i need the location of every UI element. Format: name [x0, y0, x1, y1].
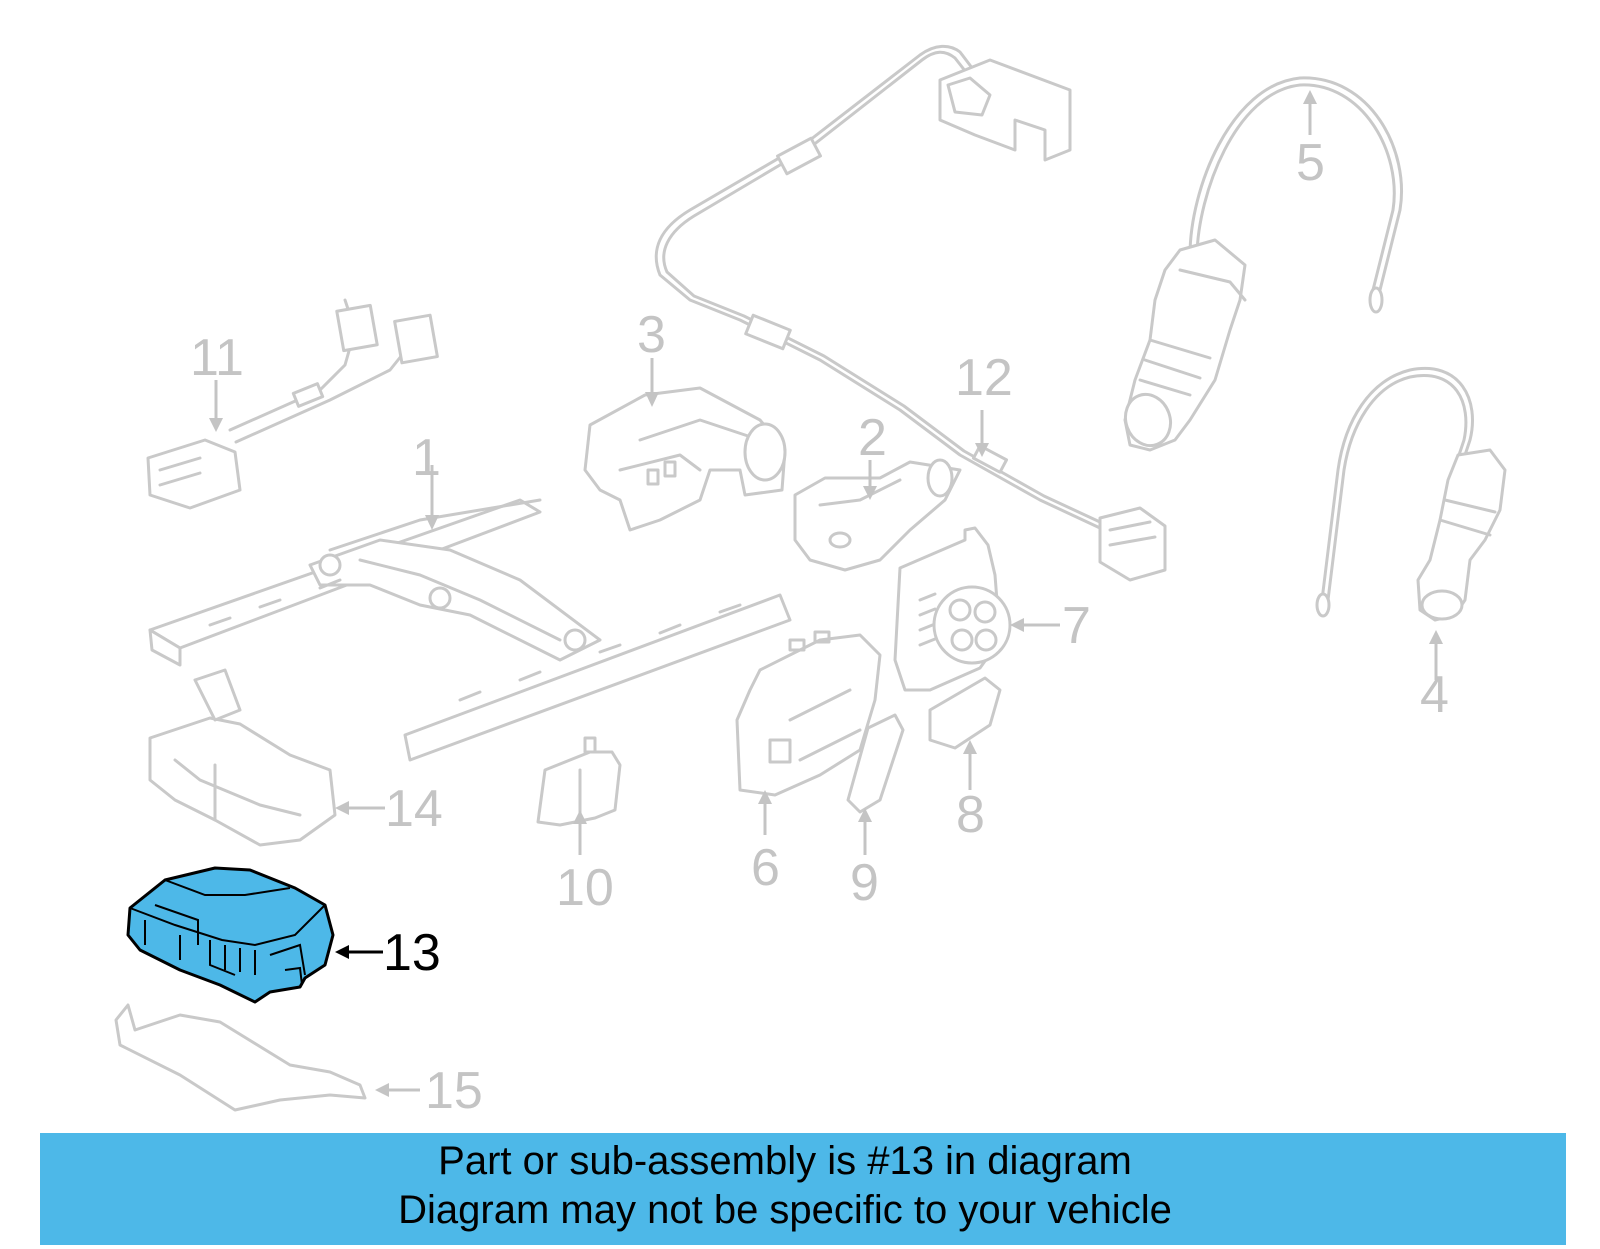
info-banner: Part or sub-assembly is #13 in diagram D… [40, 1133, 1566, 1245]
callout-1: 1 [412, 429, 441, 487]
callout-labels: 1 2 3 4 5 6 7 8 9 10 11 12 13 14 15 [190, 134, 1449, 1120]
callout-7: 7 [1062, 597, 1091, 655]
callout-6: 6 [751, 839, 780, 897]
part-15-mounting-bracket [114, 1003, 367, 1112]
banner-line-part: Part or sub-assembly is #13 in diagram [438, 1139, 1132, 1183]
part-10-bezel [536, 736, 622, 827]
part-12-cable-harness [654, 44, 1167, 582]
callout-8: 8 [956, 786, 985, 844]
part-6-switch-housing [735, 630, 882, 797]
leader-lines [209, 90, 1443, 1097]
part-1-seat-track-frame [148, 498, 792, 762]
callout-15: 15 [425, 1062, 483, 1120]
part-3-motor-bracket [583, 386, 787, 532]
callout-13: 13 [383, 924, 441, 982]
part-4-actuator-cable [1315, 367, 1507, 622]
part-5-actuator-cable [1123, 76, 1403, 452]
callout-12: 12 [955, 349, 1013, 407]
part-9-trim-cover [846, 713, 905, 814]
callout-11: 11 [190, 329, 244, 387]
part-7-connector-module [893, 526, 1012, 692]
part-13-control-module[interactable] [126, 866, 335, 1004]
callout-2: 2 [858, 409, 887, 467]
part-14-seat-module-housing [148, 668, 337, 847]
callout-3: 3 [637, 306, 666, 364]
callout-10: 10 [556, 859, 614, 917]
banner-line-disclaimer: Diagram may not be specific to your vehi… [398, 1188, 1172, 1232]
callout-14: 14 [385, 780, 443, 838]
callout-9: 9 [850, 854, 879, 912]
part-11-wiring-harness [146, 298, 439, 510]
callout-5: 5 [1296, 134, 1325, 192]
callout-4: 4 [1420, 666, 1449, 724]
part-8-switch-knob [928, 676, 1002, 750]
